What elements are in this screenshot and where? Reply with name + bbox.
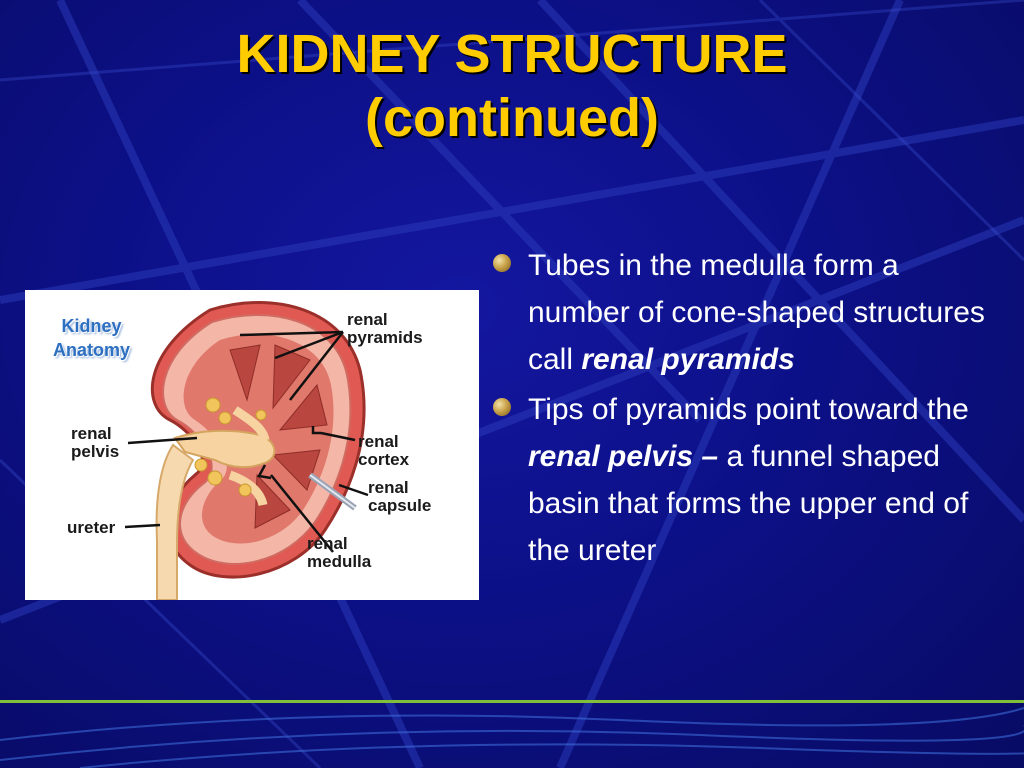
- figure-title-line2: Anatomy: [53, 340, 131, 360]
- slide-title: KIDNEY STRUCTURE (continued): [0, 22, 1024, 150]
- label-text: renal: [71, 424, 112, 443]
- bullet-list: Tubes in the medulla form a number of co…: [490, 242, 1000, 577]
- label-text: renal: [307, 534, 348, 553]
- slide-title-line1: KIDNEY STRUCTURE: [236, 24, 788, 84]
- bottom-accent-rule: [0, 700, 1024, 703]
- label-text: ureter: [67, 518, 116, 537]
- kidney-illustration: [124, 301, 369, 600]
- bullet-emphasis: renal pelvis –: [528, 440, 719, 473]
- figure-title: Kidney Anatomy: [53, 314, 130, 362]
- bullet-text: Tubes in the medulla form a number of co…: [528, 249, 985, 376]
- bullet-text-part: Tips of pyramids point toward the: [528, 393, 969, 426]
- bullet-text: Tips of pyramids point toward the renal …: [528, 393, 969, 567]
- label-text: pyramids: [347, 328, 423, 347]
- kidney-anatomy-figure: Kidney Anatomy renal pyramids renal pelv…: [25, 290, 479, 600]
- bullet-text-part: a funnel shaped basin that forms the upp…: [528, 440, 969, 567]
- figure-title-line1: Kidney: [61, 316, 122, 336]
- bullet-sphere-icon: [493, 398, 511, 416]
- label-text: pelvis: [71, 442, 120, 461]
- label-renal-cortex: renal cortex: [358, 433, 409, 469]
- label-text: capsule: [368, 496, 432, 515]
- bullet-sphere-icon: [493, 254, 511, 272]
- ureter-tube: [155, 443, 195, 600]
- slide-title-line2: (continued): [365, 88, 659, 148]
- label-renal-medulla: renal medulla: [307, 535, 371, 571]
- renal-pelvis: [173, 429, 276, 468]
- label-renal-pyramids: renal pyramids: [347, 311, 423, 347]
- label-text: cortex: [358, 450, 410, 469]
- label-renal-capsule: renal capsule: [368, 479, 431, 515]
- bullet-item: Tips of pyramids point toward the renal …: [490, 386, 1000, 574]
- label-text: medulla: [307, 552, 372, 571]
- label-text: renal: [358, 432, 399, 451]
- bullet-item: Tubes in the medulla form a number of co…: [490, 242, 1000, 383]
- label-text: renal: [347, 310, 388, 329]
- label-renal-pelvis: renal pelvis: [71, 425, 119, 461]
- label-text: renal: [368, 478, 409, 497]
- label-ureter: ureter: [67, 519, 115, 537]
- bullet-text-part: Tubes in the medulla form a number of co…: [528, 249, 985, 376]
- bullet-emphasis: renal pyramids: [581, 343, 795, 376]
